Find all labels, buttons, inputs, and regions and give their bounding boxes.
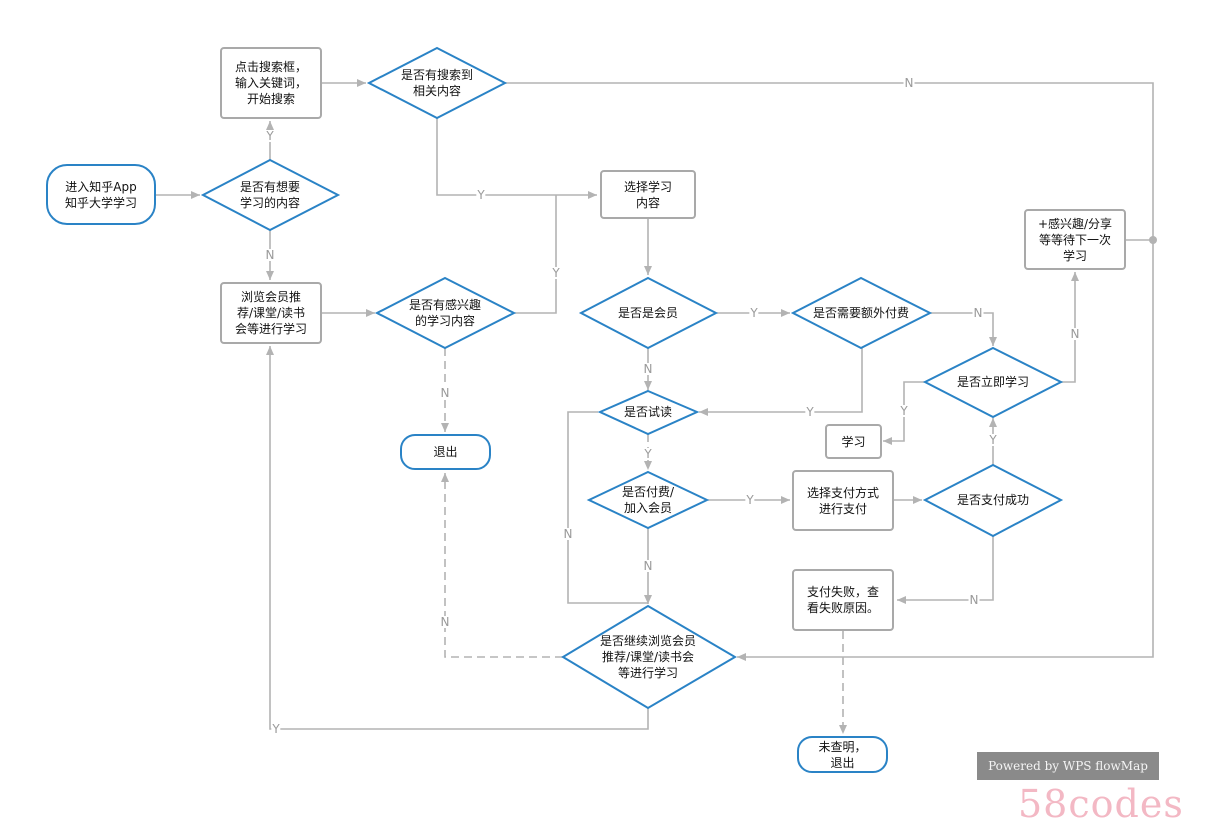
exit2-node-shape xyxy=(797,736,888,773)
edge-interest-yes xyxy=(515,195,557,314)
fail-node-shape xyxy=(792,569,894,631)
edge-label-member-yes: Y xyxy=(749,306,759,320)
edge-label-trial-no: N xyxy=(562,527,574,541)
edge-label-want-yes: Y xyxy=(265,129,275,143)
trial-decision-text: 是否试读 xyxy=(623,405,672,419)
pay-join-decision xyxy=(586,470,710,530)
start-node-text: 进入知乎App 知乎大学学习 xyxy=(64,179,137,210)
edge-trial-no xyxy=(567,411,648,604)
edge-label-pay-yes: Y xyxy=(745,493,755,507)
exit2-node-text: 未查明， 退出 xyxy=(818,739,867,770)
edge-label-extra-yes: Y xyxy=(805,405,815,419)
learn-node-shape xyxy=(825,424,882,459)
continue-decision xyxy=(561,604,737,710)
browse-node-text: 浏览会员推 荐/课堂/读书 会等进行学习 xyxy=(234,290,307,336)
learn-node-text: 学习 xyxy=(841,434,866,449)
share-node-text: +感兴趣/分享 等等待下一次 学习 xyxy=(1037,216,1113,263)
start-node-shape xyxy=(46,164,156,225)
want-decision-text: 是否有想要 学习的内容 xyxy=(239,180,300,210)
search-found-decision xyxy=(366,46,508,120)
edge-label-found-yes: Y xyxy=(476,188,486,202)
pay-method-node-text: 选择支付方式 进行支付 xyxy=(806,485,879,516)
junction-dot xyxy=(1149,236,1157,244)
edge-label-found-no: N xyxy=(903,76,915,90)
edge-label-continue-yes: Y xyxy=(271,722,281,736)
exit1-node-shape xyxy=(400,434,491,470)
continue-decision-text: 是否继续浏览会员 推荐/课堂/读书会 等进行学习 xyxy=(599,634,696,680)
share-node-shape xyxy=(1024,209,1126,270)
learn-now-decision xyxy=(922,346,1064,419)
brand-watermark: 58codes xyxy=(1018,782,1184,826)
pay-join-decision-text: 是否付费/ 加入会员 xyxy=(621,485,675,515)
edge-label-want-no: N xyxy=(264,248,276,262)
choose-node-text: 选择学习 内容 xyxy=(623,179,672,210)
edge-label-success-yes: Y xyxy=(988,433,998,447)
extra-pay-decision-text: 是否需要额外付费 xyxy=(812,306,909,320)
edge-found-no xyxy=(505,82,1154,661)
member-decision-text: 是否是会员 xyxy=(617,306,678,320)
choose-node-shape xyxy=(600,170,696,219)
edge-label-interest-yes: Y xyxy=(551,266,561,280)
edge-label-continue-no: N xyxy=(439,615,451,629)
edge-found-yes xyxy=(436,118,597,199)
search-box-node-text: 点击搜索框， 输入关键词， 开始搜索 xyxy=(234,60,307,106)
pay-method-node-shape xyxy=(792,470,894,531)
pay-success-decision xyxy=(922,463,1064,538)
edge-continue-browse xyxy=(266,346,649,730)
extra-pay-decision xyxy=(790,276,933,350)
interest-decision xyxy=(374,276,517,350)
edge-label-success-no: N xyxy=(968,593,980,607)
wps-watermark: Powered by WPS flowMap xyxy=(977,752,1159,780)
pay-success-decision-text: 是否支付成功 xyxy=(956,493,1029,507)
edge-success-fail xyxy=(897,536,994,604)
learn-now-decision-text: 是否立即学习 xyxy=(956,375,1029,389)
edge-learnnow-share xyxy=(1061,272,1079,383)
edge-label-learnnow-no: N xyxy=(1069,327,1081,341)
trial-decision xyxy=(597,389,700,436)
edge-extra-trial xyxy=(699,348,863,416)
edge-label-member-no: N xyxy=(642,362,654,376)
edge-label-learnnow-yes: Y xyxy=(899,404,909,418)
edge-continue-exit xyxy=(441,473,563,658)
exit1-node-text: 退出 xyxy=(433,445,458,459)
edge-label-pay-no: N xyxy=(642,559,654,573)
edge-label-interest-no: N xyxy=(439,386,451,400)
want-decision xyxy=(200,158,341,232)
fail-node-text: 支付失败，查 看失败原因。 xyxy=(806,585,879,615)
member-decision xyxy=(578,276,719,350)
edge-label-trial-yes: Y xyxy=(643,447,653,461)
interest-decision-text: 是否有感兴趣 的学习内容 xyxy=(408,298,481,328)
search-found-decision-text: 是否有搜索到 相关内容 xyxy=(400,68,473,98)
edge-label-extra-no: N xyxy=(972,306,984,320)
search-box-node-shape xyxy=(220,47,322,119)
browse-node-shape xyxy=(220,282,322,344)
edge-extra-learnnow xyxy=(931,312,997,346)
